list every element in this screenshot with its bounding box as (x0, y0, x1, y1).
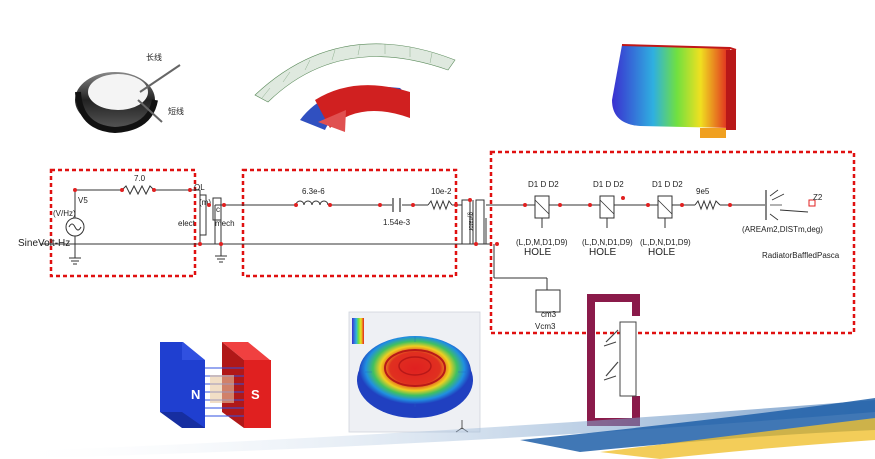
capacitor-value: 1.54e-3 (383, 218, 411, 227)
radiator-params-label: (AREAm2,DISTm,deg) (742, 225, 823, 234)
sine-voltage-source[interactable]: V5 (V/Hz) SineVolt-Hz (18, 196, 88, 249)
magnet-image: N S (160, 342, 271, 428)
gyrator-block[interactable]: gyrator (461, 199, 485, 245)
coil-long-label: 长线 (146, 52, 162, 62)
hole-element-1[interactable]: D1 D D2 (L,D,M,D1,D9) HOLE (516, 180, 568, 258)
resistor-r1[interactable]: 7.0 (121, 174, 155, 196)
resistor-r3-value: 9e5 (696, 187, 710, 196)
transducer-elect-label: elect (178, 219, 196, 228)
hole-3-name: HOLE (648, 247, 676, 258)
resistor-r2[interactable]: 10e-2 (427, 187, 453, 211)
group-boxes (49, 150, 856, 335)
gyrator-label: gyrator (467, 212, 473, 231)
volume-element[interactable]: cm3 Vcm3 (535, 289, 561, 331)
capacitor-c1[interactable]: 1.54e-3 (383, 198, 411, 227)
resistor-r1-value: 7.0 (134, 174, 146, 183)
electrical-domain-box (49, 168, 197, 278)
source-v-label: V5 (78, 196, 88, 205)
magnet-s-label: S (251, 387, 260, 402)
hole-element-3[interactable]: D1 D D2 (L,D,N,D1,D9) HOLE (640, 180, 691, 258)
volume-unit-label: cm3 (541, 310, 557, 319)
hole-3-top: D1 D D2 (652, 180, 683, 189)
source-name-label: SineVolt-Hz (18, 238, 70, 249)
ground-symbol-mech (215, 255, 227, 263)
coil-short-label: 短线 (168, 106, 184, 116)
electromechanical-transducer[interactable]: OL (m) elect c mech (178, 183, 235, 236)
transducer-c-label: c (216, 205, 220, 214)
enclosure-cross-section (587, 294, 640, 426)
voice-coil-image: 长线 短线 (75, 52, 184, 134)
radiator-node-label: Z2 (813, 193, 823, 202)
hole-1-top: D1 D D2 (528, 180, 559, 189)
inductor-value: 6.3e-6 (302, 187, 325, 196)
volume-name-label: Vcm3 (535, 322, 556, 331)
radiator-baffled-piston[interactable]: Z2 (AREAm2,DISTm,deg) RadiatorBaffledPas… (742, 189, 840, 260)
hole-2-top: D1 D D2 (593, 180, 624, 189)
circuit-nodes (73, 188, 732, 246)
acoustic-domain-box (489, 150, 856, 335)
hole-2-name: HOLE (589, 247, 617, 258)
transducer-m-label: (m) (199, 198, 211, 207)
source-unit-label: (V/Hz) (53, 209, 76, 218)
radiator-name-label: RadiatorBaffledPasca (762, 251, 840, 260)
diaphragm-mesh-image (254, 43, 456, 132)
hole-element-2[interactable]: D1 D D2 (L,D,N,D1,D9) HOLE (582, 180, 633, 258)
disc-fea-image (348, 311, 481, 433)
hole-2-params: (L,D,N,D1,D9) (582, 238, 633, 247)
ground-symbol (69, 257, 81, 265)
bottom-swoosh-decoration (0, 398, 875, 459)
hole-1-name: HOLE (524, 247, 552, 258)
resistor-r2-value: 10e-2 (431, 187, 452, 196)
resistor-r3[interactable]: 9e5 (694, 187, 721, 211)
mechanical-domain-box (241, 168, 458, 278)
magnet-n-label: N (191, 387, 200, 402)
hole-3-params: (L,D,N,D1,D9) (640, 238, 691, 247)
transducer-top-label: OL (194, 183, 205, 192)
hole-1-params: (L,D,M,D1,D9) (516, 238, 568, 247)
transducer-mech-label: mech (215, 219, 235, 228)
cone-fea-image (612, 44, 737, 138)
inductor-l1[interactable]: 6.3e-6 (295, 187, 329, 206)
